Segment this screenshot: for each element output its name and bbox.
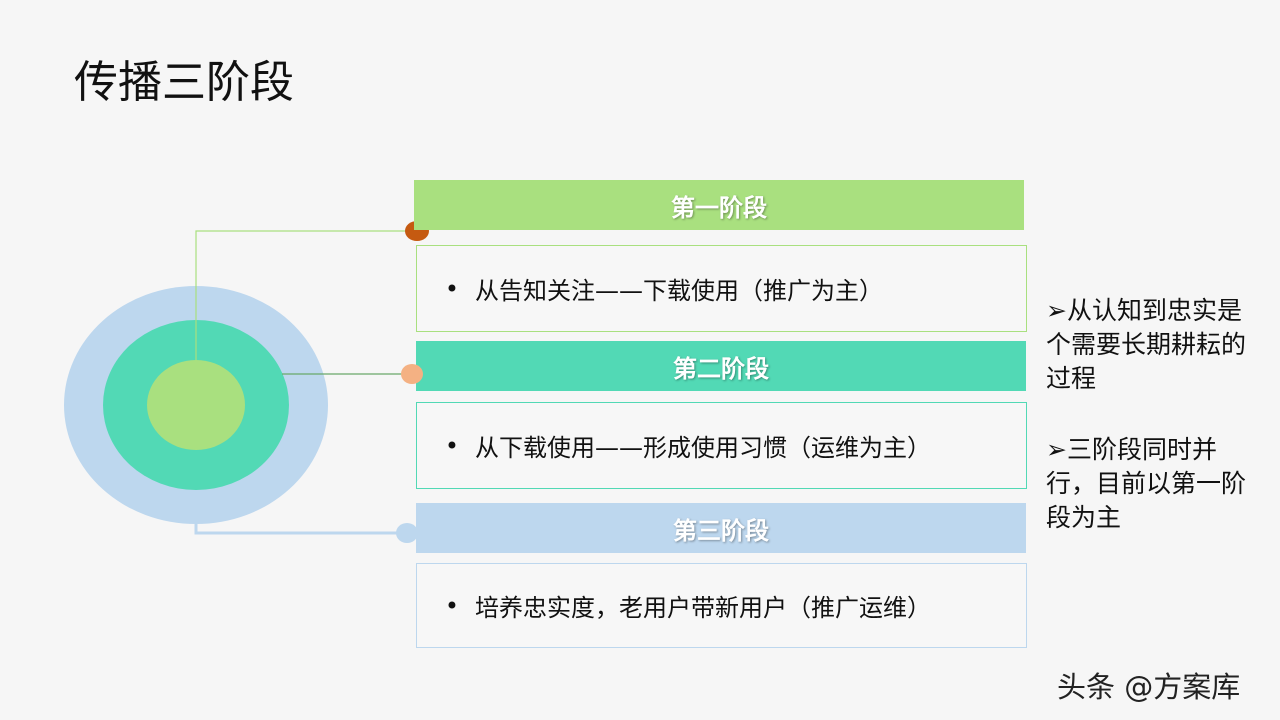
stage1-text: 从告知关注——下载使用（推广为主） [475,277,883,305]
slide-title: 传播三阶段 [74,57,294,108]
stage3-text: 培养忠实度，老用户带新用户（推广运维） [475,594,931,622]
stage2-box: • 从下载使用——形成使用习惯（运维为主） [416,402,1027,489]
bullet: • [444,431,460,460]
bullet: • [444,274,460,303]
stage3-header: 第三阶段 [416,503,1026,553]
stage3-dot [396,523,418,543]
watermark: 头条 @方案库 [1057,670,1241,704]
inner-circle [147,360,245,450]
stage3-box: • 培养忠实度，老用户带新用户（推广运维） [416,563,1027,648]
arrow-bullet-icon: ➢ [1046,435,1067,464]
note-1-text: 从认知到忠实是个需要长期耕耘的过程 [1046,296,1247,393]
stage2-text: 从下载使用——形成使用习惯（运维为主） [475,434,931,462]
stage1-header: 第一阶段 [414,180,1024,230]
note-1: ➢从认知到忠实是个需要长期耕耘的过程 [1046,294,1266,396]
arrow-bullet-icon: ➢ [1046,296,1067,325]
stage2-dot [401,364,423,384]
connector-stage3 [194,524,400,535]
note-2-text: 三阶段同时并行，目前以第一阶段为主 [1046,435,1247,532]
connector-stage1 [195,230,410,361]
bullet: • [444,591,460,620]
stage2-header: 第二阶段 [416,341,1026,391]
note-2: ➢三阶段同时并行，目前以第一阶段为主 [1046,433,1266,535]
stage1-box: • 从告知关注——下载使用（推广为主） [416,245,1027,332]
